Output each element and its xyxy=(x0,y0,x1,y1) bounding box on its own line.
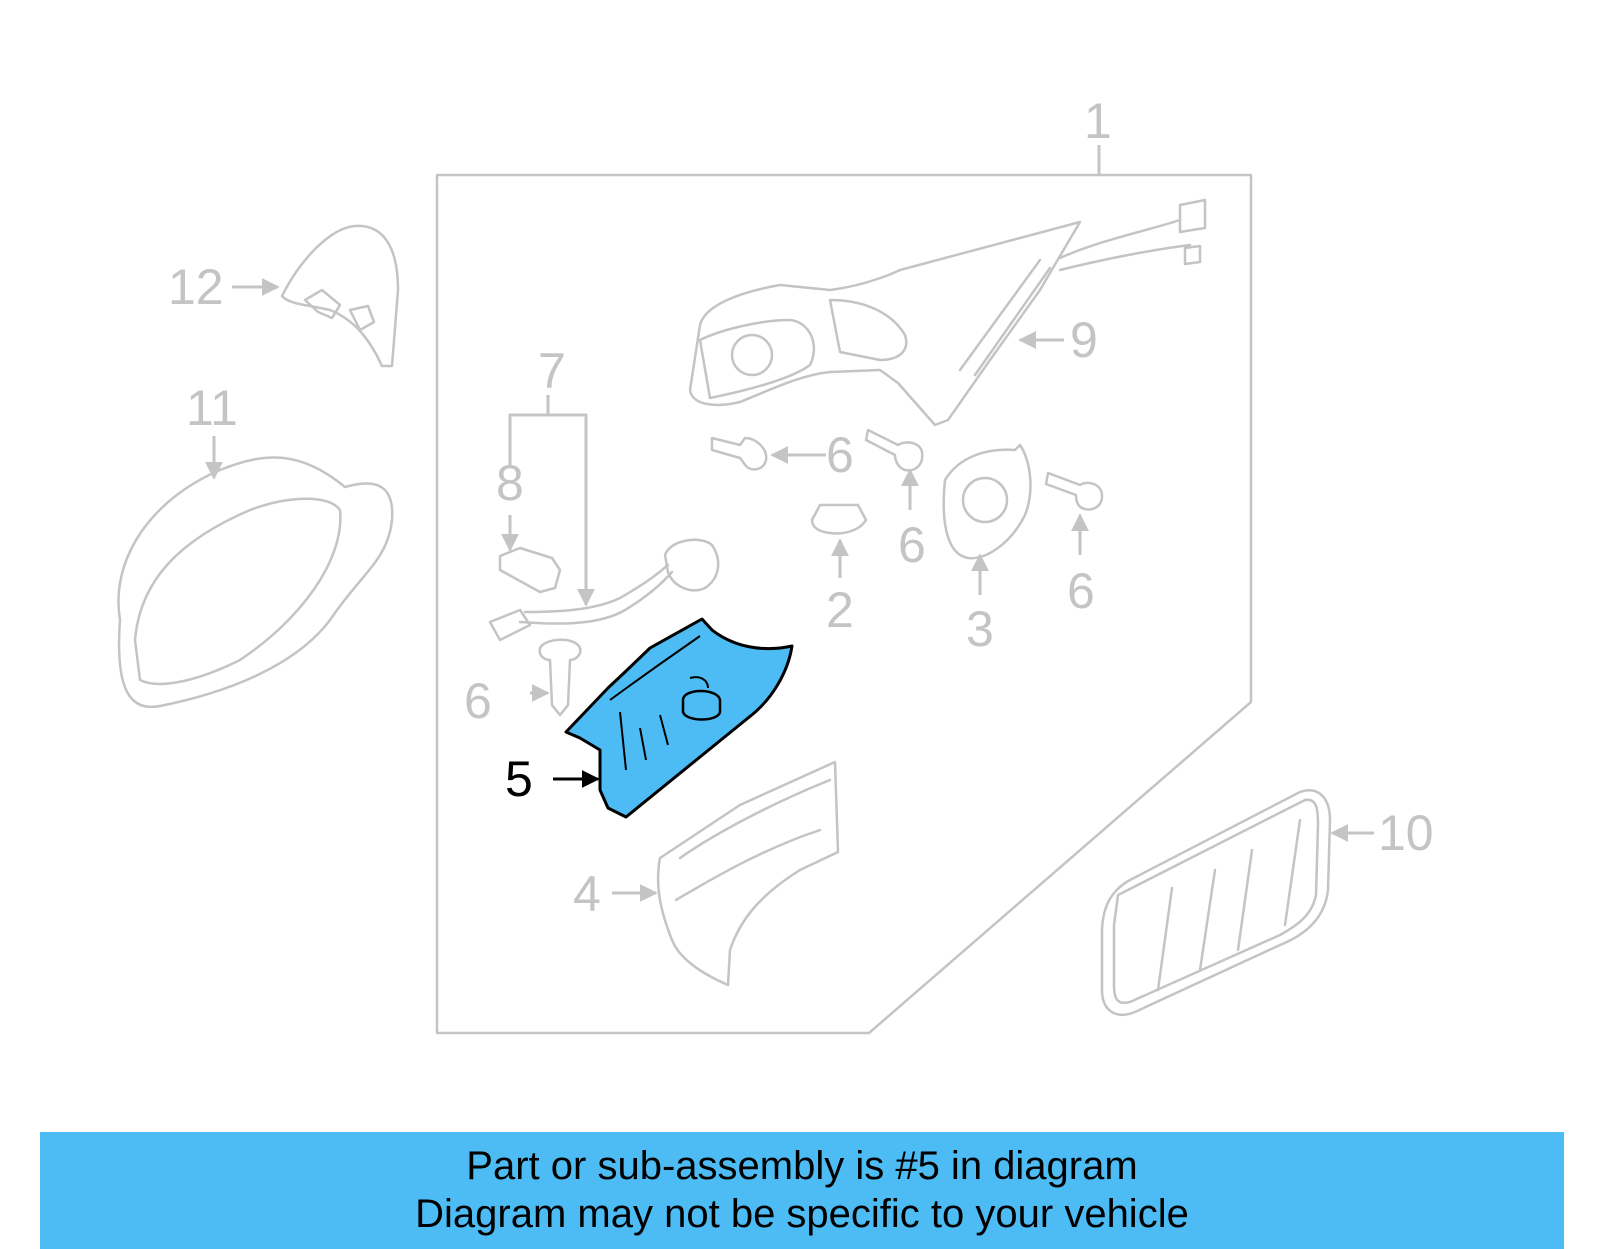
part-5-highlight xyxy=(564,617,794,819)
part-6-screw-b xyxy=(864,428,924,472)
part-6-screw-c xyxy=(1044,471,1104,511)
callout-11: 11 xyxy=(186,380,238,436)
part-12-tabs xyxy=(303,288,376,332)
part-5-ring xyxy=(681,689,722,721)
part-3-hub xyxy=(961,476,1009,524)
callout-10: 10 xyxy=(1378,805,1434,861)
callout-1: 1 xyxy=(1084,93,1112,149)
callout-6d: 6 xyxy=(464,673,492,729)
part-5-ribs xyxy=(609,635,709,771)
banner-line-1: Part or sub-assembly is #5 in diagram xyxy=(466,1144,1138,1188)
callout-5: 5 xyxy=(505,751,533,807)
part-3-motor xyxy=(942,443,1032,560)
part-10-rim xyxy=(1112,798,1320,1004)
info-banner: Part or sub-assembly is #5 in diagram Di… xyxy=(40,1132,1564,1249)
part-4-cover xyxy=(656,760,840,987)
callout-6a: 6 xyxy=(826,427,854,483)
callout-2: 2 xyxy=(826,582,854,638)
banner-line-2: Diagram may not be specific to your vehi… xyxy=(415,1192,1189,1236)
part-8-lamp xyxy=(498,546,562,594)
part-4-ribs xyxy=(674,778,832,902)
callout-4: 4 xyxy=(573,866,601,922)
callout-6b: 6 xyxy=(898,517,926,573)
part-6-screw-a xyxy=(710,436,768,471)
callout-9: 9 xyxy=(1070,312,1098,368)
part-7-socket xyxy=(663,538,720,592)
part-9-connectors xyxy=(1178,198,1207,266)
callout-7: 7 xyxy=(538,343,566,399)
part-6-screw-d xyxy=(538,638,582,717)
part-9-arm xyxy=(958,258,1052,377)
part-12-cap xyxy=(280,224,400,368)
part-9-motor xyxy=(828,298,908,362)
part-9-wires xyxy=(1058,218,1192,272)
callout-3: 3 xyxy=(966,601,994,657)
callout-6c: 6 xyxy=(1067,563,1095,619)
part-10-glare xyxy=(1156,818,1302,992)
callout-12: 12 xyxy=(168,259,224,315)
part-9-boss xyxy=(730,333,774,377)
part-10-glass xyxy=(1100,789,1332,1016)
part-11-housing xyxy=(117,456,394,709)
part-7-plug xyxy=(488,608,532,642)
part-2-clip xyxy=(810,503,868,535)
assembly-frame xyxy=(435,173,1253,1035)
part-9-bracket xyxy=(688,220,1082,427)
part-11-rim xyxy=(133,497,342,686)
callout-8: 8 xyxy=(496,455,524,511)
part-7-harness xyxy=(518,563,674,625)
part-9-plate xyxy=(698,318,816,400)
